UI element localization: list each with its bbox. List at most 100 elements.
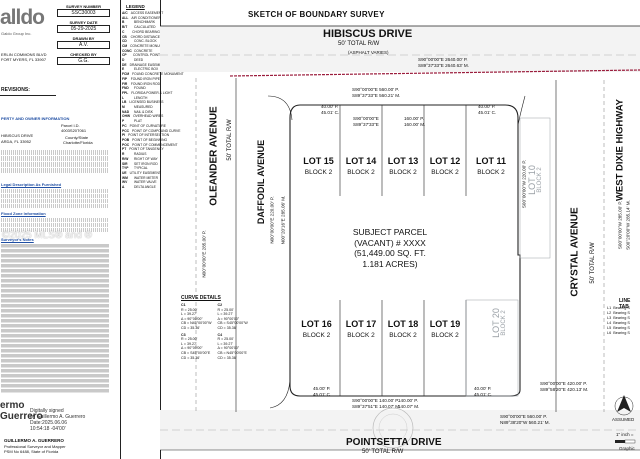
legend-code: P (122, 119, 125, 124)
oleander-avenue-label: OLEANDER AVENUE (208, 106, 220, 206)
legend-code: PC (122, 123, 127, 128)
legend-text: POINT OF BEGINNING (132, 137, 168, 142)
lot-11: LOT 11 BLOCK 2 (466, 156, 516, 176)
company-subtitle: Galdo Group Inc. (1, 31, 32, 36)
digital-signature: Digitally signed by Guillermo A. Guerrer… (30, 408, 85, 432)
legend-text: CHORD BEARING (132, 29, 160, 34)
bearing-v-0: N00°00'00"E 285.00' P. (201, 230, 207, 278)
legend-code: CM (122, 43, 128, 48)
legend-code: B/T (122, 25, 128, 30)
line-table-text: Bearing S (613, 311, 630, 315)
curve-line: L = 39.27' (217, 341, 234, 346)
bearing-n-9: 160.00' M. (404, 122, 426, 127)
subject-parcel-line-4: 1.181 ACRES) (362, 258, 418, 269)
legend-code: D (122, 58, 125, 63)
curve-label: C2 (217, 303, 223, 307)
lot-17-number: LOT 17 (345, 319, 377, 329)
legend-text: UTILITY EASEMENT (129, 170, 161, 175)
lot-13-block: BLOCK 2 (389, 169, 417, 176)
legend-text: CONCRETE MONUMENT (130, 43, 169, 48)
bearing-s-1: S89°37'51"E 140.07' M. (352, 404, 401, 409)
bearing-n-0: S90°00'00"E 2640.00' P. (418, 57, 468, 62)
curve-line: L = 39.27' (181, 312, 197, 317)
digital-signature-line-4: 10:54:18 -04'00' (30, 426, 66, 432)
legend-code: ALL (122, 15, 129, 20)
bearing-v-2: N00°20'16"E 285.06' M. (280, 195, 286, 245)
lot-18: LOT 18 BLOCK 2 (382, 319, 424, 339)
surveyor-printed-name: GUILLERMO A. GUERRERO (4, 438, 64, 443)
curve-line: CB = S45°00'00"E (181, 350, 211, 355)
legend-text: ACCESS EASEMENT (130, 11, 164, 15)
scale-graphic-label: Graphic (619, 446, 635, 451)
line-table-title: LINE TAB (619, 298, 631, 310)
parcel-corner-ne (517, 95, 526, 126)
legend-code: POB (122, 137, 130, 142)
legend-text: WATER METER (134, 175, 158, 180)
bearing-s-8: 40.00' P. (474, 386, 492, 391)
lot-18-number: LOT 18 (387, 319, 419, 329)
bearing-v-5: S00°00'00"W 220.00' P. (521, 159, 527, 209)
legend-text: AIR CONDITIONER (131, 15, 161, 20)
line-table-label: L4 (607, 321, 612, 325)
north-arrow (614, 395, 634, 416)
assumed-label: ASSUMED (612, 417, 635, 422)
legend-code: R/W (122, 156, 129, 161)
legend-text: CONCRETE (134, 48, 153, 53)
bearing-n-2: S90°00'00"E 560.00' P. (352, 87, 400, 92)
legend-text: POINT OF CURVATURE (129, 123, 166, 128)
lot-18-block: BLOCK 2 (389, 332, 417, 339)
curve-line: R = 25.00' (181, 307, 198, 312)
lot-13: LOT 13 BLOCK 2 (382, 156, 424, 176)
curve-line: R = 25.00' (217, 337, 234, 342)
bearing-n-6: S90°00'00"E (353, 116, 379, 121)
lot-17-block: BLOCK 2 (347, 332, 375, 339)
lot-14-block: BLOCK 2 (347, 169, 375, 176)
bearing-s-3: N89°38'20"W 560.21' M. (500, 420, 550, 425)
legend-text: FOUND (134, 86, 146, 91)
bearing-s-9: 45.01' C. (474, 392, 493, 397)
lot-16-number: LOT 16 (301, 319, 332, 329)
curve-line: CD = 35.36' (181, 325, 200, 330)
legend-code: DE (122, 62, 127, 67)
parcel-corner-sw (269, 379, 291, 409)
drawn-by-label: DRAWN BY (72, 36, 95, 41)
lot-12-number: LOT 12 (429, 156, 461, 166)
bearing-s-11: 140.07' M. (398, 404, 420, 409)
legend-code: POC (122, 142, 130, 147)
daffodil-avenue-label: DAFFODIL AVENUE (256, 139, 266, 225)
property-address-1: HIBISCUS DRIVE (1, 133, 34, 138)
lot-15-block: BLOCK 2 (304, 169, 333, 176)
owner-notes-block (1, 150, 109, 173)
line-table-text: Bearing S (613, 331, 630, 335)
parcel-id: 4003S20T061 (61, 128, 87, 133)
legend-code: L (122, 95, 125, 100)
pointsetta-rw-label: 50' TOTAL R/W (362, 449, 404, 455)
easement-line (229, 69, 640, 77)
curve-line: R = 25.00' (217, 307, 234, 312)
legend-text: NAIL & DISK (134, 109, 153, 114)
bearing-n-8: 160.00' P. (404, 116, 424, 121)
curve-line: CD = 35.36' (217, 355, 237, 360)
subject-parcel-line-3: (51,449.00 SQ. FT. (354, 248, 426, 258)
lot-19-block: BLOCK 2 (431, 332, 459, 339)
bearing-n-3: S89°37'33"E 560.21' M. (352, 93, 401, 98)
legend-code: CB (122, 34, 127, 39)
curve-line: CB = N45°00'00"W (181, 321, 212, 326)
lot-20-number: LOT 20 (491, 308, 501, 338)
curve-line: L = 39.27' (217, 312, 234, 317)
